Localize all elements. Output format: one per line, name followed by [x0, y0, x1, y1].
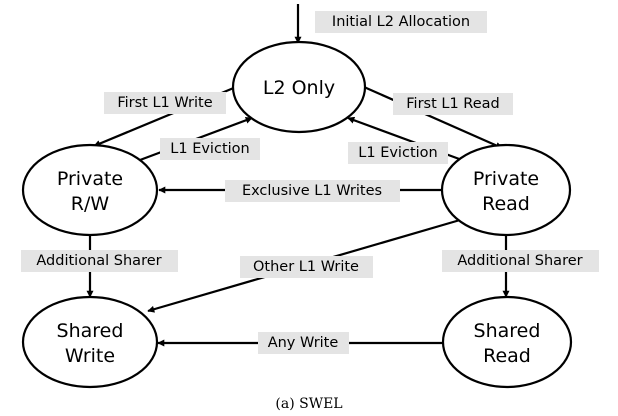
- figure-caption: (a) SWEL: [275, 396, 342, 412]
- edge-labels: Initial L2 Allocation First L1 Write L1 …: [21, 11, 599, 354]
- edge-label-first-l1-write: First L1 Write: [104, 92, 226, 114]
- state-shared-write-line1: Shared: [57, 320, 124, 342]
- state-private-rw-line2: R/W: [71, 193, 110, 215]
- edge-label-first-l1-write-text: First L1 Write: [117, 95, 212, 111]
- edge-label-additional-sharer-left: Additional Sharer: [21, 250, 178, 272]
- state-private-read: Private Read: [440, 143, 572, 237]
- edge-label-l1-eviction-left: L1 Eviction: [160, 138, 260, 160]
- state-private-rw-line1: Private: [57, 168, 123, 190]
- edge-label-first-l1-read-text: First L1 Read: [406, 96, 499, 112]
- state-shared-write-line2: Write: [65, 345, 115, 367]
- state-l2-only-label: L2 Only: [263, 77, 335, 99]
- edge-label-initial: Initial L2 Allocation: [315, 11, 487, 33]
- edge-label-exclusive-l1-writes: Exclusive L1 Writes: [225, 180, 400, 202]
- edge-label-l1-eviction-left-text: L1 Eviction: [170, 141, 249, 157]
- edge-label-l1-eviction-right-text: L1 Eviction: [358, 145, 437, 161]
- edge-label-other-l1-write-text: Other L1 Write: [253, 259, 359, 275]
- state-private-rw: Private R/W: [21, 143, 159, 237]
- state-shared-write: Shared Write: [21, 295, 159, 389]
- edge-label-additional-sharer-left-text: Additional Sharer: [36, 253, 161, 269]
- state-private-read-line2: Read: [482, 193, 530, 215]
- edge-label-any-write-text: Any Write: [268, 335, 339, 351]
- edge-label-l1-eviction-right: L1 Eviction: [348, 142, 448, 164]
- state-l2-only: L2 Only: [231, 40, 367, 134]
- states: L2 Only Private R/W Private Read Shared …: [21, 40, 573, 389]
- edge-first-l1-read: [363, 85, 503, 150]
- edge-label-additional-sharer-right-text: Additional Sharer: [457, 253, 582, 269]
- state-shared-read-line2: Read: [483, 345, 531, 367]
- edge-label-exclusive-l1-writes-text: Exclusive L1 Writes: [242, 183, 382, 199]
- state-shared-read: Shared Read: [441, 295, 573, 389]
- state-shared-read-line1: Shared: [474, 320, 541, 342]
- edge-label-additional-sharer-right: Additional Sharer: [442, 250, 599, 272]
- edge-label-first-l1-read: First L1 Read: [393, 93, 513, 115]
- state-private-read-line1: Private: [473, 168, 539, 190]
- edge-label-any-write: Any Write: [258, 332, 349, 354]
- edge-label-other-l1-write: Other L1 Write: [240, 256, 373, 278]
- edge-label-initial-text: Initial L2 Allocation: [332, 14, 470, 30]
